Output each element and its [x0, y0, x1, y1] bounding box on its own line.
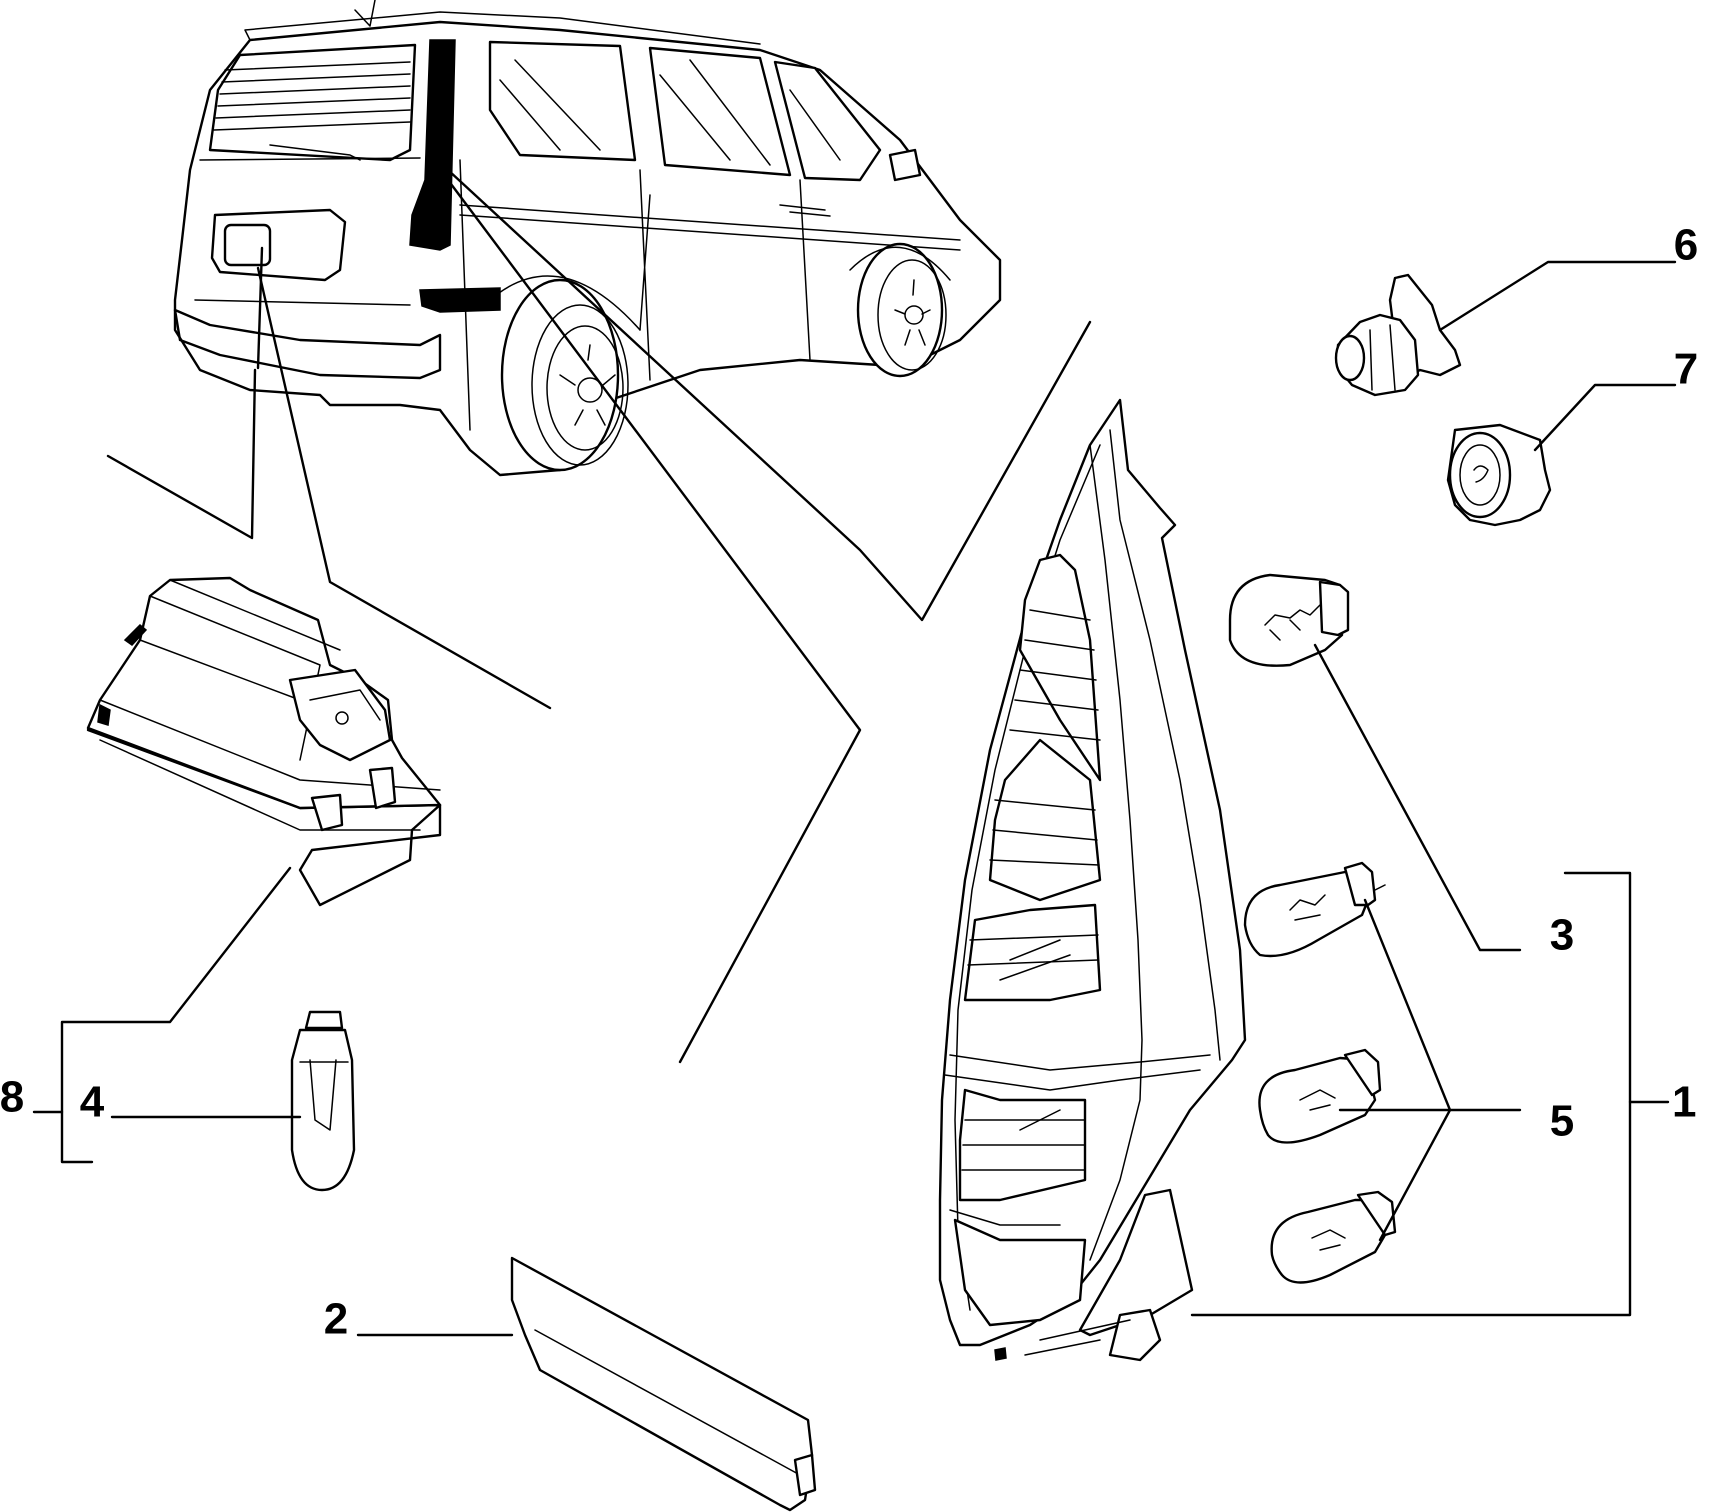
- plate-lamp-assembly: [32, 576, 442, 1164]
- bulb-holder: [1334, 260, 1677, 397]
- vehicle-illustration: [173, 0, 1002, 477]
- callout-2: 2: [324, 1295, 348, 1344]
- bulbs-set: [1243, 861, 1522, 1284]
- lens-cover: [356, 1256, 817, 1512]
- callout-3: 3: [1550, 911, 1574, 960]
- bulb-p21w: [1228, 573, 1522, 952]
- callout-labels: 1 2 3 4 5 6 7 8: [0, 221, 1698, 1344]
- callout-4: 4: [80, 1078, 105, 1127]
- grommet-cap: [1446, 383, 1677, 527]
- callout-5: 5: [1550, 1097, 1574, 1146]
- leader-lines: [106, 168, 1092, 1064]
- tail-lamp-assembly: [938, 398, 1670, 1362]
- callout-1: 1: [1672, 1078, 1696, 1127]
- callout-8: 8: [0, 1073, 24, 1122]
- callout-7: 7: [1674, 345, 1698, 394]
- callout-6: 6: [1674, 221, 1698, 270]
- wedge-bulb: [110, 1010, 356, 1192]
